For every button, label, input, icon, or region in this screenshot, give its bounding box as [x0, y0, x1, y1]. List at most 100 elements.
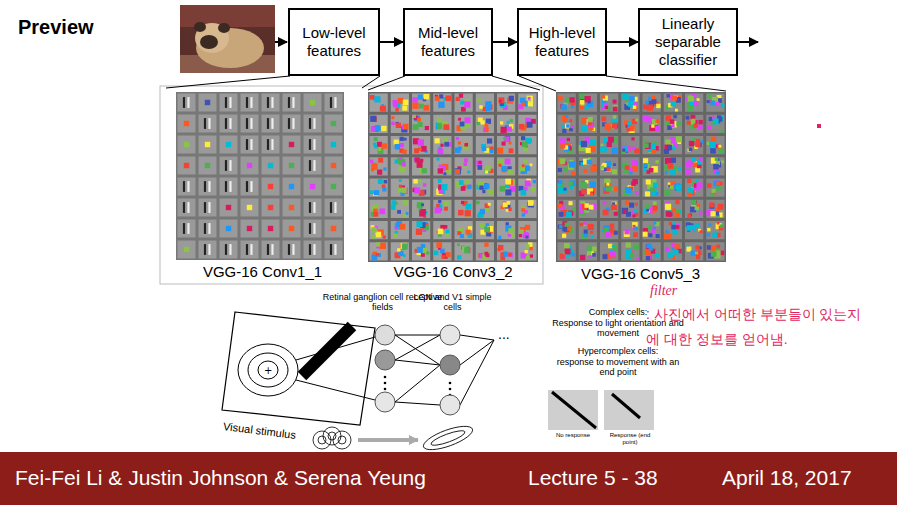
filter-cell	[529, 247, 533, 251]
filter-cell	[571, 171, 575, 175]
filter-cell	[508, 208, 511, 211]
filter-cell	[457, 255, 461, 259]
filter-cell	[634, 226, 638, 230]
filter-cell	[558, 96, 562, 100]
filter-cell	[621, 157, 639, 175]
filter-cell	[419, 104, 424, 109]
filter-cell	[607, 142, 612, 147]
filter-cell	[460, 234, 464, 238]
filter-cell	[250, 118, 252, 129]
filter-cell	[292, 244, 294, 255]
filter-cell	[446, 252, 451, 257]
filter-cell	[697, 98, 700, 101]
filter-cell	[412, 179, 430, 197]
filter-cell	[288, 118, 290, 129]
filter-cell	[271, 139, 273, 150]
filter-cell	[506, 222, 509, 225]
filter-cell	[504, 136, 510, 142]
filter-cell	[671, 124, 674, 127]
filter-cell	[715, 157, 718, 160]
filter-cell	[331, 184, 336, 189]
filter-cell	[482, 190, 485, 193]
filter-cell	[710, 101, 715, 106]
filter-cell	[370, 94, 388, 112]
filter-cell	[241, 115, 259, 133]
filter-cell	[633, 105, 636, 108]
filter-cell	[421, 209, 426, 214]
filter-cell	[530, 254, 533, 257]
filter-cell	[655, 160, 658, 163]
filter-cell	[672, 208, 676, 212]
filter-cell	[439, 94, 443, 98]
filter-cell	[413, 179, 417, 183]
pen-dot	[817, 124, 821, 128]
filter-cell	[664, 233, 669, 238]
filter-cell	[675, 225, 679, 229]
filter-cell	[424, 94, 429, 99]
filter-cell	[267, 97, 269, 108]
filter-cell	[465, 210, 471, 216]
filter-cell	[622, 149, 625, 152]
box-text-group: Linearly separable classifier	[646, 15, 730, 69]
filter-cell	[458, 229, 464, 235]
filter-cell	[391, 136, 409, 154]
filter-cell	[664, 221, 682, 239]
filter-cell	[370, 116, 376, 122]
filter-cell	[334, 244, 336, 255]
filter-cell	[458, 118, 461, 121]
filter-cell	[438, 168, 443, 173]
filter-cell	[461, 186, 466, 191]
filter-cell	[199, 136, 217, 154]
filter-cell	[591, 166, 597, 172]
filter-cell	[713, 181, 719, 187]
filter-cell	[584, 203, 588, 207]
filter-cell	[460, 122, 464, 126]
filter-cell	[208, 202, 210, 213]
filter-cell	[485, 171, 488, 174]
filter-cell	[283, 94, 301, 112]
filter-cell	[418, 139, 424, 145]
filter-cell	[460, 101, 464, 105]
filter-cell	[614, 212, 618, 216]
filter-cell	[643, 232, 648, 237]
filter-cell	[246, 181, 248, 192]
filter-cell	[498, 164, 501, 167]
filter-cell	[403, 200, 408, 205]
filter-cell	[229, 160, 231, 171]
filter-cell	[693, 162, 698, 167]
filter-cell	[603, 188, 606, 191]
filter-cell	[579, 221, 597, 239]
filter-cell	[632, 179, 638, 185]
filter-cell	[382, 187, 386, 191]
filter-cell	[476, 136, 494, 154]
filter-cell	[687, 179, 691, 183]
filter-cell	[417, 162, 423, 168]
filter-cell	[438, 102, 444, 108]
filter-cell	[672, 96, 677, 101]
filter-cell	[711, 121, 714, 124]
filter-cell	[226, 142, 231, 147]
filter-cell	[644, 143, 649, 148]
filter-cell	[435, 207, 441, 213]
filter-cell	[669, 222, 672, 225]
filter-cell	[608, 244, 612, 248]
filter-cell	[477, 122, 480, 125]
filter-cell	[205, 142, 210, 147]
filter-cell	[666, 121, 670, 125]
filter-cell	[558, 168, 562, 172]
filter-cell	[709, 202, 714, 207]
filter-cell	[370, 179, 388, 197]
filter-cell	[713, 164, 718, 169]
filter-cell	[262, 94, 280, 112]
filter-cell	[381, 126, 386, 131]
filter-cell	[325, 157, 343, 175]
filter-cell	[708, 223, 711, 226]
output-arrow	[738, 41, 758, 43]
filter-cell	[433, 242, 451, 260]
filter-cell	[579, 161, 584, 166]
filter-cell	[560, 138, 566, 144]
filter-cell	[560, 158, 566, 164]
filter-cell	[632, 166, 638, 172]
filter-cell	[631, 137, 634, 140]
filter-cell	[563, 188, 566, 191]
